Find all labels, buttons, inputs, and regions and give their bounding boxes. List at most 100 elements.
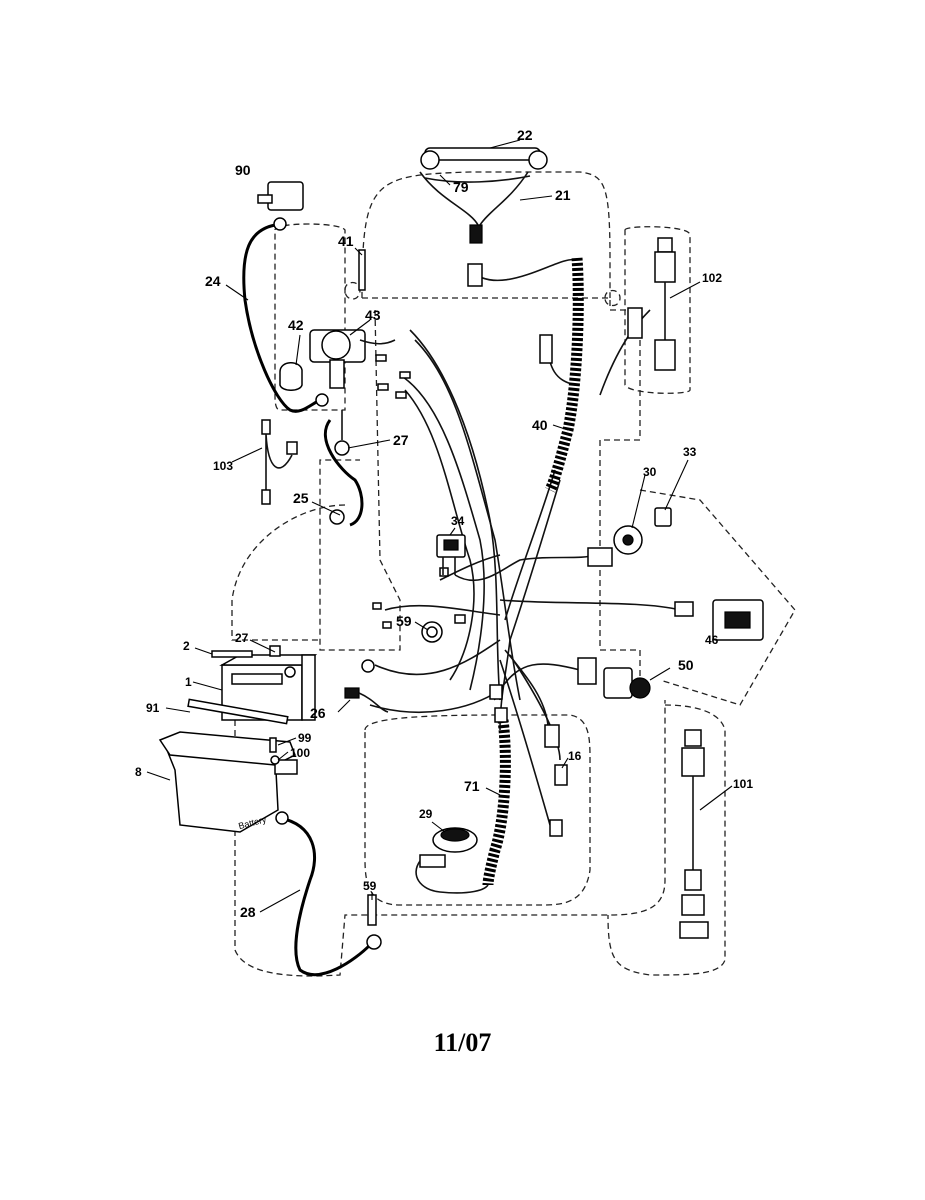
harness-loom-71 [482, 707, 511, 886]
leader-lines [146, 139, 733, 913]
switch-34-leads [442, 557, 456, 575]
terminal-1 [375, 354, 387, 362]
washer-27 [334, 440, 350, 456]
nut-100 [270, 755, 280, 765]
callout-16: 16 [568, 749, 582, 763]
cable-28 [275, 811, 382, 977]
hood-hinge-right [604, 289, 621, 307]
connector-lower [544, 724, 560, 748]
callout-26: 26 [310, 705, 326, 721]
dash-panel-outline [362, 297, 641, 700]
headlight-assembly [419, 147, 548, 244]
harness-102-bottom-body [654, 339, 676, 371]
headlight-left [420, 150, 440, 170]
callout-25: 25 [293, 490, 309, 506]
part-46-meter [712, 599, 764, 641]
harness-wire-1 [469, 258, 576, 282]
callout-34: 34 [451, 514, 465, 528]
part-16 [554, 764, 568, 786]
harness-102-top-connector [657, 237, 673, 253]
callout-71: 71 [464, 778, 480, 794]
strap-91 [187, 698, 289, 725]
solenoid-43-post [329, 359, 345, 389]
bolt-2 [211, 650, 253, 658]
part-103-connector-top [261, 419, 271, 435]
harness-101-bottom-connector [679, 921, 709, 939]
part-103-connector-side [286, 441, 298, 455]
callout-46: 46 [705, 633, 719, 647]
connector-102-side [627, 307, 643, 339]
strap-91-body [187, 698, 289, 725]
callout-24: 24 [205, 273, 221, 289]
meter-46-window [724, 611, 751, 629]
loom-coil-rear [482, 719, 511, 886]
harness-wire-10 [384, 604, 501, 616]
callout-42: 42 [288, 317, 304, 333]
harness-101-bottom-body [681, 894, 705, 916]
callout-59b: 59 [363, 879, 377, 893]
headlight-connector [469, 224, 483, 244]
terminal-4 [395, 391, 407, 399]
tray-8-tab [274, 759, 298, 775]
harness-wire-11 [374, 639, 501, 676]
part-30-ignition [613, 525, 643, 555]
headlight-bar [424, 147, 541, 161]
callout-100: 100 [290, 746, 310, 760]
harness-wire-16 [439, 554, 501, 581]
loom-71-connector [494, 707, 508, 723]
connector-center [587, 547, 613, 567]
cable-24-path [242, 223, 321, 413]
switch-34-rocker [443, 539, 459, 551]
terminal-8 [439, 567, 449, 577]
hood-outline [361, 171, 611, 299]
part-34-switch [436, 534, 466, 575]
seat-region-outline [364, 714, 591, 906]
connector-102-outline [624, 226, 691, 394]
harness-wire-15 [509, 654, 561, 761]
cable-26 [344, 659, 389, 713]
connector-right-long [674, 601, 694, 617]
part-90 [257, 181, 304, 211]
connector-mid [489, 684, 503, 700]
harness-101 [679, 729, 709, 939]
terminal-3 [377, 383, 389, 391]
part-103-connector-bottom [261, 489, 271, 505]
callout-labels: 22 79 21 90 41 24 42 43 102 40 27 103 33… [135, 127, 753, 920]
harness-102 [654, 237, 676, 371]
callout-43: 43 [365, 307, 381, 323]
part-33 [654, 507, 672, 527]
cable-24 [242, 217, 329, 413]
callout-1: 1 [185, 675, 192, 689]
battery-tray-8 [158, 731, 298, 833]
part-59-light [421, 621, 443, 643]
ignition-box-outline [274, 223, 346, 411]
callout-27a: 27 [393, 432, 409, 448]
cable-24-ring-bottom [315, 393, 329, 407]
light-59-lens [426, 626, 438, 638]
callout-90: 90 [235, 162, 251, 178]
seat-switch-29 [415, 827, 489, 894]
part-50-body [603, 667, 633, 699]
callout-21: 21 [555, 187, 571, 203]
cable-24-ring-top [273, 217, 287, 231]
callout-29: 29 [419, 807, 433, 821]
part-16-body [554, 764, 568, 786]
tractor-outline [231, 171, 796, 977]
switch-bracket-outline [639, 489, 796, 706]
terminal-ring-left [361, 659, 375, 673]
part-103 [261, 419, 298, 505]
harness-wire-13 [504, 649, 549, 726]
connector-lower-right [577, 657, 597, 685]
terminal-5 [372, 602, 382, 610]
harness-wire-5 [404, 389, 475, 681]
callout-99: 99 [298, 731, 312, 745]
rear-frame-outline [234, 680, 666, 977]
seat-switch-29-top [440, 828, 470, 842]
battery-region-outline [231, 504, 346, 641]
terminal-2 [399, 371, 411, 379]
hood-hinge-left [344, 281, 361, 300]
battery-1-cells [231, 673, 283, 685]
callout-101: 101 [733, 777, 753, 791]
harness-wire-7 [504, 469, 556, 621]
